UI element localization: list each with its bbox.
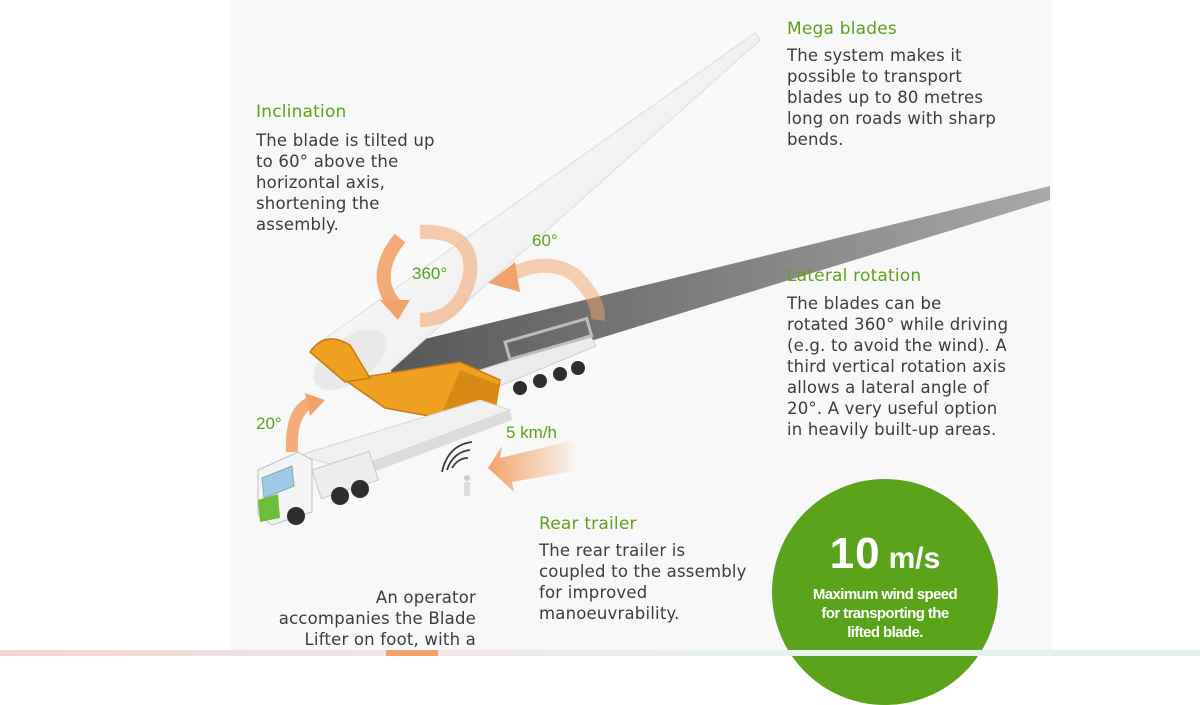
truck bbox=[257, 450, 379, 526]
operator-figure bbox=[464, 475, 470, 496]
arrow-head-20 bbox=[305, 393, 325, 416]
angle-label-60: 60° bbox=[532, 231, 558, 250]
mega-blades-heading: Mega blades bbox=[787, 19, 897, 39]
speed-label: 5 km/h bbox=[506, 423, 558, 442]
rotation-arrow-60 bbox=[501, 258, 606, 321]
inclination-text: The blade is tilted up to 60° above the … bbox=[256, 131, 435, 234]
arrow-head-360 bbox=[380, 300, 410, 320]
rear-trailer-text: The rear trailer is coupled to the assem… bbox=[539, 541, 747, 623]
wind-speed-unit: m/s bbox=[888, 542, 941, 575]
rear-trailer bbox=[478, 316, 597, 395]
blade-lifter-illustration bbox=[257, 32, 1050, 526]
mega-blades-text: The system makes it possible to transpor… bbox=[787, 46, 997, 149]
lateral-rotation-text: The blades can be rotated 360° while dri… bbox=[787, 294, 1009, 439]
bottom-strip-accent bbox=[386, 650, 438, 656]
speed-arrow bbox=[488, 440, 580, 492]
lateral-rotation-heading: Lateral rotation bbox=[787, 266, 922, 286]
angle-label-360: 360° bbox=[412, 264, 448, 283]
angle-label-20: 20° bbox=[256, 414, 282, 433]
wind-speed-value: 10 bbox=[829, 529, 881, 578]
rotation-arrow-360 bbox=[376, 224, 478, 327]
blade-shadow bbox=[380, 186, 1050, 398]
operator-text: An operator accompanies the Blade Lifter… bbox=[278, 588, 476, 649]
arrow-head-60 bbox=[488, 262, 520, 292]
inclination-heading: Inclination bbox=[256, 102, 347, 122]
wind-speed-caption: Maximum wind speed for transporting the … bbox=[812, 586, 958, 641]
rear-trailer-heading: Rear trailer bbox=[539, 514, 637, 534]
wifi-signal-icon bbox=[441, 441, 473, 473]
bottom-strip bbox=[0, 650, 1200, 656]
